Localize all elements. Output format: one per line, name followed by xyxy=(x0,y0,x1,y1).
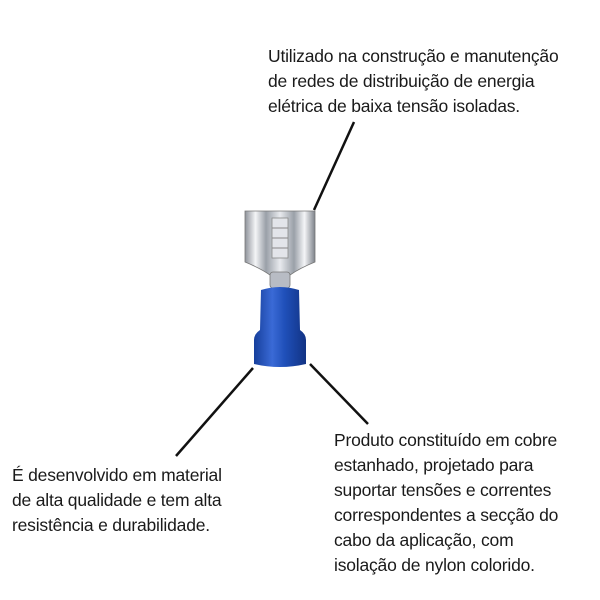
callout-line: Utilizado na construção e manutenção xyxy=(268,46,559,66)
callout-line: isolação de nylon colorido. xyxy=(334,555,535,575)
leader-line-top xyxy=(312,121,356,211)
blue-insulation-sleeve xyxy=(254,287,306,367)
callout-line: suportar tensões e correntes xyxy=(334,480,552,500)
leader-line-right xyxy=(309,363,369,425)
callout-line: correspondentes a secção do xyxy=(334,505,559,525)
callout-line: É desenvolvido em material xyxy=(12,465,222,485)
callout-line: Produto constituído em cobre xyxy=(334,430,558,450)
callout-line: estanhado, projetado para xyxy=(334,455,534,475)
leader-line-left xyxy=(175,367,254,457)
callout-line: de redes de distribuição de energia xyxy=(268,71,535,91)
metal-terminal xyxy=(244,210,316,289)
callout-left-text: É desenvolvido em material de alta quali… xyxy=(12,463,222,538)
callout-line: cabo da aplicação, com xyxy=(334,530,514,550)
callout-line: resistência e durabilidade. xyxy=(12,515,210,535)
callout-top-text: Utilizado na construção e manutenção de … xyxy=(268,44,559,119)
callout-line: de alta qualidade e tem alta xyxy=(12,490,222,510)
callout-line: elétrica de baixa tensão isoladas. xyxy=(268,96,520,116)
callout-right-text: Produto constituído em cobre estanhado, … xyxy=(334,428,558,578)
